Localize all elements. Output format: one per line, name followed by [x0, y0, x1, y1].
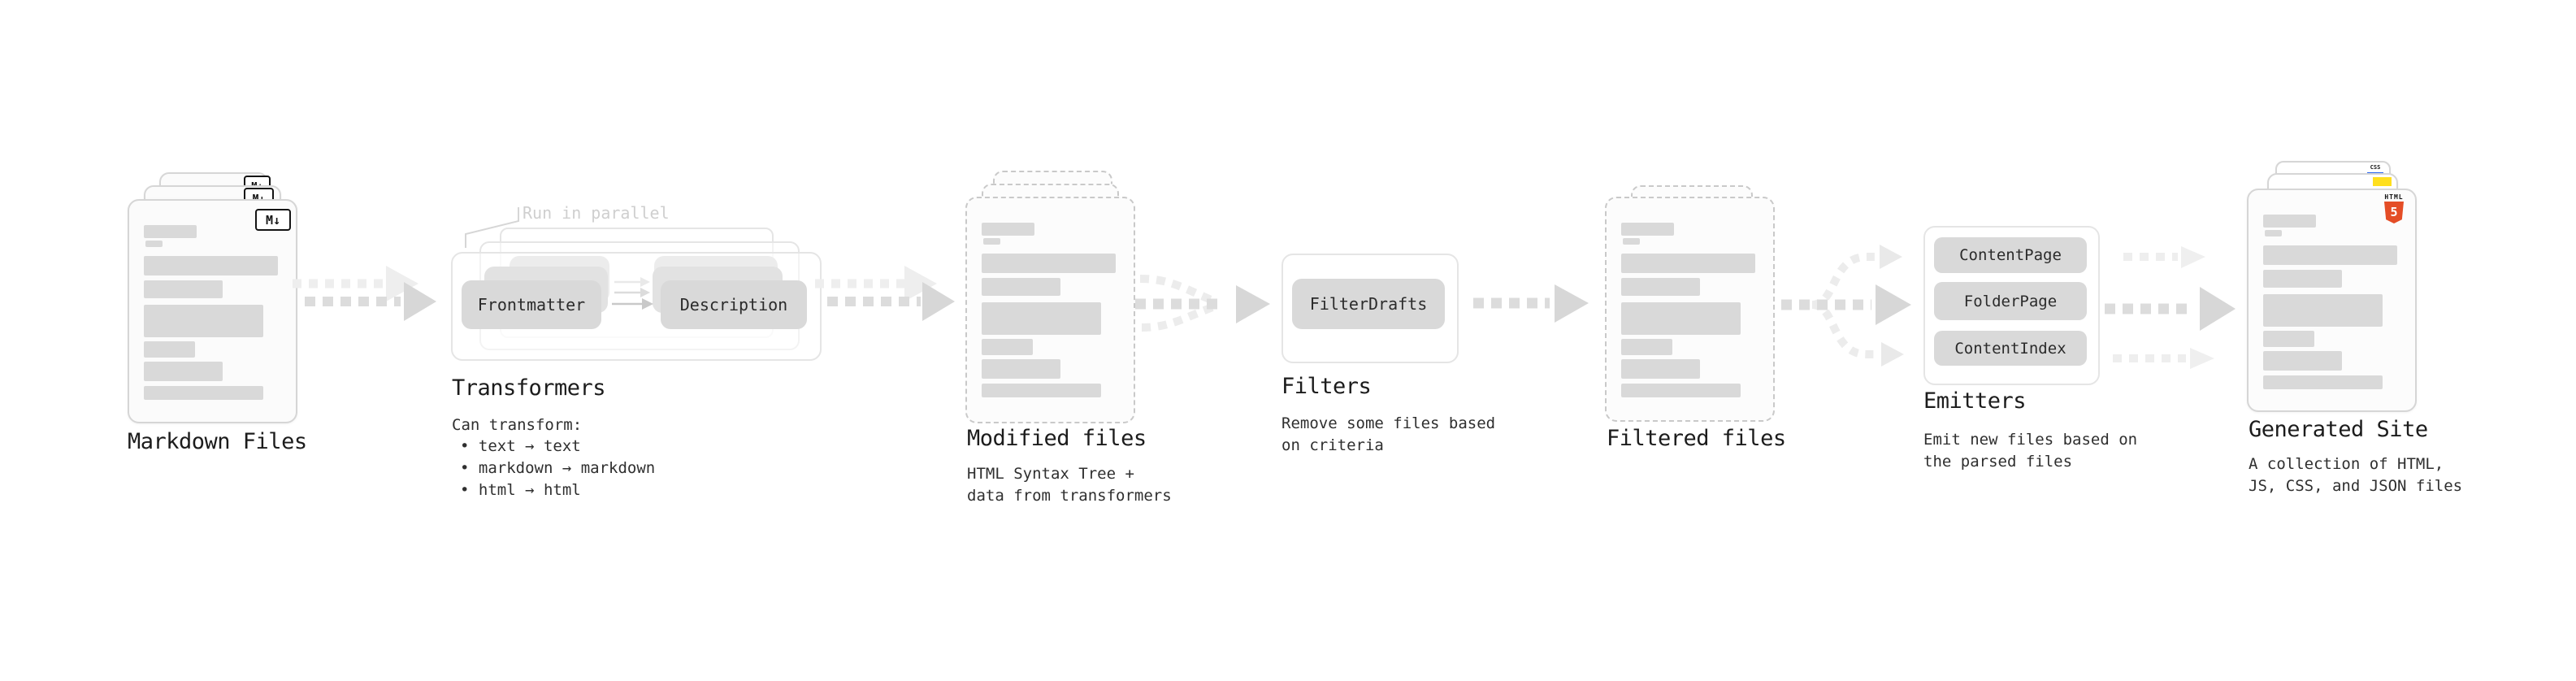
- content-line-bar: [144, 386, 263, 400]
- js-icon: [2373, 177, 2392, 186]
- parallel-arrows-icon: [612, 277, 653, 310]
- content-index-box: ContentIndex: [1934, 331, 2087, 366]
- content-line-bar: [983, 238, 1000, 245]
- arrow-filters-to-filtered: [1473, 284, 1589, 323]
- filter-drafts-box: FilterDrafts: [1292, 279, 1445, 329]
- content-line-bar: [982, 278, 1060, 296]
- description-box: Description: [661, 280, 807, 329]
- content-line-bar: [2263, 351, 2342, 371]
- content-line-bar: [982, 359, 1060, 379]
- bullet-item: • markdown → markdown: [460, 459, 656, 477]
- emitters-subtitle: Emit new files based on the parsed files: [1923, 429, 2137, 473]
- stage-title-markdown-files: Markdown Files: [128, 429, 307, 454]
- content-line-bar: [144, 341, 195, 358]
- subtitle-line: the parsed files: [1923, 453, 2073, 471]
- subtitle-line: Remove some files based: [1281, 414, 1496, 432]
- content-line-bar: [144, 256, 278, 275]
- content-line-bar: [1621, 223, 1674, 236]
- transformers-subtitle-heading: Can transform:: [452, 416, 583, 434]
- filtered-file-card: [1605, 197, 1775, 422]
- content-line-bar: [2263, 215, 2316, 228]
- bullet-item: • text → text: [460, 437, 581, 455]
- generated-site-subtitle: A collection of HTML, JS, CSS, and JSON …: [2249, 453, 2462, 497]
- content-line-bar: [145, 241, 163, 247]
- frontmatter-box: Frontmatter: [462, 280, 601, 329]
- content-line-bar: [1621, 302, 1741, 335]
- content-line-bar: [144, 280, 223, 298]
- filters-subtitle: Remove some files based on criteria: [1281, 413, 1495, 457]
- arrow-transformers-to-modified: [815, 266, 955, 321]
- folder-page-box: FolderPage: [1934, 282, 2087, 320]
- stage-title-modified-files: Modified files: [967, 426, 1147, 451]
- content-line-bar: [982, 223, 1034, 236]
- content-line-bar: [982, 254, 1116, 273]
- content-line-bar: [1623, 238, 1640, 245]
- subtitle-line: data from transformers: [967, 487, 1172, 505]
- content-page-box: ContentPage: [1934, 237, 2087, 273]
- content-line-bar: [2263, 294, 2383, 327]
- arrow-filtered-to-emitters-fanout: [1781, 245, 1911, 367]
- content-line-bar: [1621, 359, 1700, 379]
- arrow-modified-to-filters-converge: [1135, 275, 1270, 332]
- content-line-bar: [1621, 384, 1741, 397]
- subtitle-line: HTML Syntax Tree +: [967, 465, 1134, 483]
- html5-icon: HTML 5: [2383, 193, 2405, 223]
- html5-label: HTML: [2384, 193, 2404, 201]
- arrow-emitters-to-generated: [2105, 246, 2236, 369]
- content-line-bar: [2263, 270, 2342, 288]
- transformers-bullet-list: • text → text • markdown → markdown • ht…: [452, 436, 655, 501]
- markdown-file-card: M↓: [128, 199, 297, 423]
- content-line-bar: [2265, 230, 2282, 236]
- bullet-item: • html → html: [460, 481, 581, 499]
- stage-title-generated-site: Generated Site: [2249, 417, 2428, 442]
- content-line-bar: [1621, 339, 1672, 355]
- subtitle-line: Emit new files based on: [1923, 431, 2138, 449]
- subtitle-line: A collection of HTML,: [2249, 455, 2444, 473]
- content-line-bar: [2263, 245, 2397, 265]
- content-line-bar: [1621, 254, 1755, 273]
- content-line-bar: [144, 225, 197, 238]
- content-line-bar: [982, 302, 1101, 335]
- content-line-bar: [982, 339, 1033, 355]
- markdown-icon: M↓: [255, 209, 291, 231]
- stage-title-filtered-files: Filtered files: [1607, 426, 1786, 451]
- content-line-bar: [144, 305, 263, 337]
- stage-title-emitters: Emitters: [1923, 388, 2027, 414]
- subtitle-line: JS, CSS, and JSON files: [2249, 477, 2463, 495]
- content-line-bar: [1621, 278, 1700, 296]
- modified-file-card: [965, 197, 1135, 423]
- content-line-bar: [2263, 331, 2314, 347]
- stage-title-filters: Filters: [1281, 374, 1372, 399]
- generated-file-card: HTML 5: [2247, 189, 2417, 412]
- stage-title-transformers: Transformers: [452, 375, 606, 401]
- content-line-bar: [982, 384, 1101, 397]
- html5-shield: 5: [2384, 202, 2404, 223]
- html5-number: 5: [2390, 205, 2398, 219]
- run-in-parallel-annotation: Run in parallel: [523, 203, 670, 223]
- subtitle-line: on criteria: [1281, 436, 1384, 454]
- modified-files-subtitle: HTML Syntax Tree + data from transformer…: [967, 463, 1172, 507]
- arrow-markdown-to-transformers: [293, 266, 436, 321]
- content-line-bar: [144, 362, 223, 381]
- annotation-callout-line: [465, 207, 519, 248]
- content-line-bar: [2263, 375, 2383, 389]
